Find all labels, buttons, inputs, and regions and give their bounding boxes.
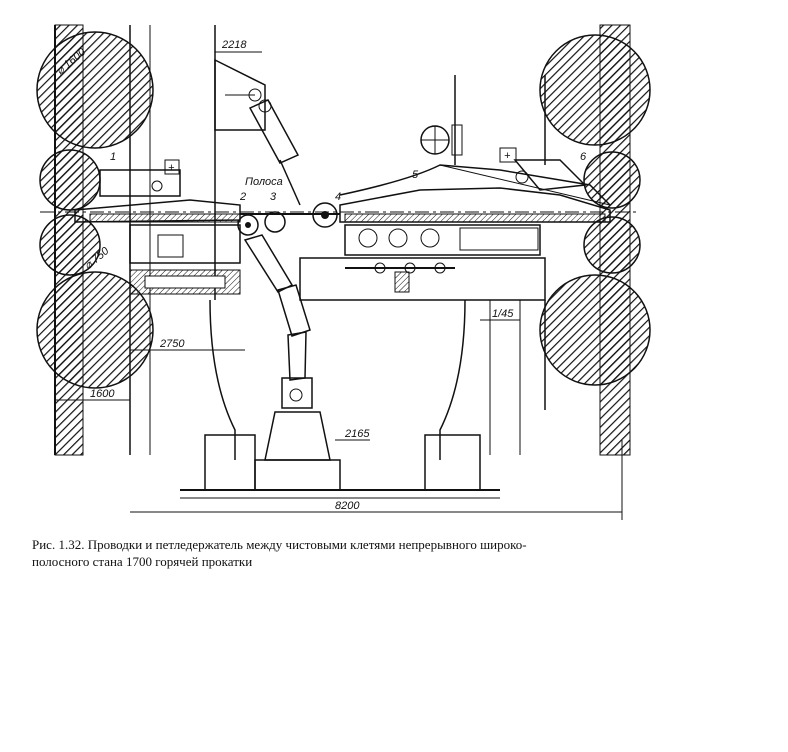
label-2: 2 (239, 191, 246, 203)
label-4: 4 (335, 191, 341, 203)
caption-line-2: полосного стана 1700 горячей прокатки (32, 554, 253, 569)
caption-line-1: Рис. 1.32. Проводки и петледержатель меж… (32, 537, 527, 552)
svg-text:+: + (504, 150, 511, 162)
lower-left-assembly (129, 224, 241, 295)
left-work-roll-top (39, 149, 101, 211)
left-backup-roll-bottom (36, 271, 154, 389)
foundations (180, 434, 500, 499)
lower-actuator (243, 234, 313, 409)
top-right-cylinder (420, 124, 463, 156)
dimension-lines (55, 51, 623, 520)
looper-roller-3 (264, 211, 286, 233)
label-strip: Полоса (245, 176, 283, 188)
dim-2165: 2165 (344, 428, 370, 440)
upper-guide (339, 164, 611, 206)
looper-mechanism (299, 224, 546, 301)
right-backup-roll-top (539, 34, 651, 146)
dim-2218: 2218 (221, 39, 247, 51)
dim-2750: 2750 (159, 338, 185, 350)
left-backup-roll-top (36, 31, 154, 149)
support-columns (209, 299, 521, 460)
right-backup-roll-bottom (539, 274, 651, 386)
looper-roller-2 (237, 214, 259, 236)
guide-table (74, 187, 611, 223)
label-6: 6 (580, 151, 587, 163)
svg-text:+: + (168, 162, 175, 174)
upper-guide-right: + (499, 147, 587, 191)
label-3: 3 (270, 191, 277, 203)
upper-actuator (248, 99, 301, 206)
label-1: 1 (110, 151, 116, 163)
looper-roller-4 (312, 202, 338, 228)
left-work-roll-bottom (39, 214, 101, 276)
top-left-cylinder (214, 58, 266, 131)
dim-1600: 1600 (90, 388, 115, 400)
drive-motor (254, 411, 341, 491)
right-work-roll-bottom (583, 216, 641, 274)
figure-caption: Рис. 1.32. Проводки и петледержатель меж… (32, 536, 672, 570)
label-5: 5 (412, 169, 419, 181)
right-work-roll-top (583, 151, 641, 209)
dim-ratio: 1/45 (492, 308, 514, 320)
dim-8200: 8200 (335, 500, 360, 512)
mill-drawing: + + (36, 24, 651, 520)
upper-guide-left: + (99, 159, 181, 197)
